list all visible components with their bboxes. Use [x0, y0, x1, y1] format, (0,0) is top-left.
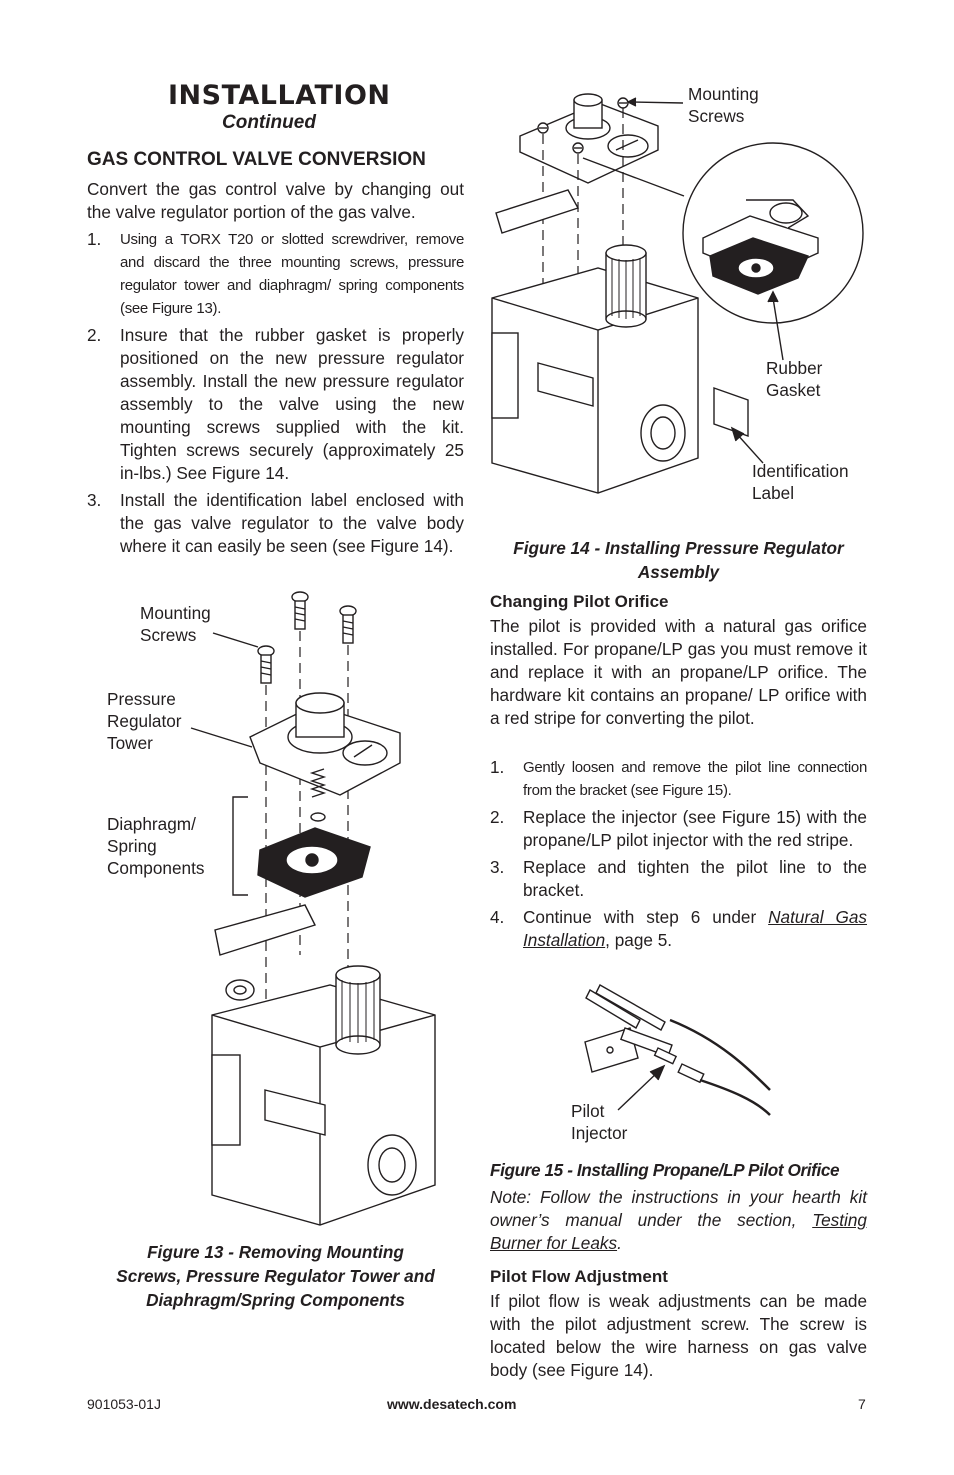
fig14-label-identification: Identification Label [752, 460, 849, 504]
pilot-step-3-text: Replace and tighten the pilot line to th… [523, 857, 867, 900]
pressure-regulator-tower-icon [249, 692, 401, 796]
fig13-diaphragm-line-1: Diaphragm/ [107, 814, 196, 834]
mounting-screw-icon [617, 97, 629, 109]
note-prefix: Note: Follow the instructions in your he… [490, 1187, 867, 1230]
identification-label-icon [713, 387, 749, 437]
figure-14-illustration [491, 93, 864, 494]
figure-15-caption: Figure 15 - Installing Propane/LP Pilot … [490, 1160, 840, 1180]
fig13-diaphragm-line-2: Spring [107, 836, 157, 856]
fig14-label-rubber-gasket: Rubber Gasket [766, 357, 822, 401]
fig13-caption-line-2: Screws, Pressure Regulator Tower and [116, 1266, 435, 1286]
mounting-screw-icon [537, 122, 549, 134]
fig14-caption-line-1: Figure 14 - Installing Pressure Regulato… [513, 538, 844, 558]
gcv-step-1: 1. Using a TORX T20 or slotted screwdriv… [87, 228, 464, 320]
fig13-mounting-screws-line-2: Screws [140, 625, 197, 645]
pressure-regulator-assembly-icon [519, 93, 659, 184]
pilot-step-1-number: 1. [490, 757, 505, 777]
fig13-caption-line-3: Diaphragm/Spring Components [146, 1290, 405, 1310]
website-link[interactable]: www.desatech.com [387, 1396, 517, 1412]
gcv-heading: GAS CONTROL VALVE CONVERSION [87, 149, 426, 170]
section-subtitle: Continued [222, 112, 316, 133]
gcv-step-2-number: 2. [87, 325, 102, 345]
pilot-step-1-text: Gently loosen and remove the pilot line … [523, 759, 867, 799]
pilot-flow-text: If pilot flow is weak adjustments can be… [490, 1291, 867, 1380]
fig13-label-tower: Pressure Regulator Tower [107, 688, 182, 754]
fig14-label-mounting-screws: Mounting Screws [688, 83, 759, 127]
section-title: INSTALLATION [168, 80, 391, 111]
gcv-steps: 1. Using a TORX T20 or slotted screwdriv… [87, 228, 464, 562]
pilot-flow-heading: Pilot Flow Adjustment [490, 1267, 668, 1286]
gcv-step-3-number: 3. [87, 490, 102, 510]
pilot-step-4-number: 4. [490, 907, 505, 927]
diaphragm-icon [257, 827, 371, 898]
mounting-screw-icon [257, 645, 275, 684]
pilot-orifice-heading: Changing Pilot Orifice [490, 592, 669, 611]
spring-icon [309, 768, 327, 822]
pilot-orifice-intro: The pilot is provided with a natural gas… [490, 616, 867, 728]
document-number: 901053-01J [87, 1396, 161, 1412]
pilot-assembly-icon [584, 984, 673, 1073]
natural-gas-installation-reference: Natural Gas Installation [523, 907, 868, 950]
gcv-step-3: 3. Install the identification label encl… [87, 489, 464, 558]
pilot-step-4-suffix: , page 5. [605, 930, 673, 950]
mounting-screw-icon [291, 591, 309, 630]
fig14-id-label-line-2: Label [752, 483, 795, 503]
pilot-injector-icon [653, 1047, 705, 1084]
pilot-step-1: 1. Gently loosen and remove the pilot li… [490, 756, 867, 802]
pilot-step-4-prefix: Continue with step 6 under [523, 907, 769, 927]
fig14-gasket-line-2: Gasket [766, 380, 821, 400]
gcv-step-1-number: 1. [87, 229, 102, 249]
pilot-step-2-number: 2. [490, 807, 505, 827]
fig15-label-line-2: Injector [571, 1123, 628, 1143]
fig15-label-pilot-injector: Pilot Injector [571, 1100, 627, 1144]
pilot-step-2: 2. Replace the injector (see Figure 15) … [490, 806, 867, 852]
magnified-view-icon [682, 142, 864, 324]
fig13-tower-line-3: Tower [107, 733, 153, 753]
figure-15-illustration [584, 984, 771, 1116]
fig13-mounting-screws-line-1: Mounting [140, 603, 211, 623]
pilot-step-3: 3. Replace and tighten the pilot line to… [490, 856, 867, 902]
fig14-gasket-line-1: Rubber [766, 358, 823, 378]
fig14-mounting-screws-line-1: Mounting [688, 84, 759, 104]
mounting-screw-icon [339, 605, 357, 644]
gas-valve-body-icon [211, 904, 436, 1226]
page-number: 7 [858, 1396, 866, 1412]
note-suffix: . [617, 1233, 622, 1253]
note-paragraph: Note: Follow the instructions in your he… [490, 1186, 867, 1255]
gcv-step-1-text: Using a TORX T20 or slotted screwdriver,… [120, 231, 464, 317]
pilot-step-4-text: Continue with step 6 under Natural Gas I… [523, 906, 867, 952]
fig14-caption-line-2: Assembly [637, 562, 720, 582]
gcv-intro: Convert the gas control valve by changin… [87, 179, 464, 222]
fig15-label-line-1: Pilot [571, 1101, 605, 1121]
fig14-id-label-line-1: Identification [752, 461, 849, 481]
pilot-step-3-number: 3. [490, 857, 505, 877]
figure-13-caption: Figure 13 - Removing Mounting Screws, Pr… [87, 1240, 464, 1312]
pilot-orifice-steps: 1. Gently loosen and remove the pilot li… [490, 756, 867, 956]
fig13-label-mounting-screws: Mounting Screws [140, 602, 211, 646]
fig13-tower-line-2: Regulator [107, 711, 182, 731]
gcv-step-2: 2. Insure that the rubber gasket is prop… [87, 324, 464, 485]
fig13-label-diaphragm: Diaphragm/ Spring Components [107, 813, 204, 879]
testing-burner-reference: Testing Burner for Leaks [490, 1210, 867, 1253]
mounting-screw-icon [572, 142, 584, 154]
pilot-step-2-text: Replace the injector (see Figure 15) wit… [523, 807, 867, 850]
fig13-diaphragm-line-3: Components [107, 858, 205, 878]
gcv-step-3-text: Install the identification label enclose… [120, 490, 464, 556]
pilot-step-4: 4. Continue with step 6 under Natural Ga… [490, 906, 867, 952]
fig13-caption-line-1: Figure 13 - Removing Mounting [147, 1242, 404, 1262]
fig14-mounting-screws-line-2: Screws [688, 106, 745, 126]
gcv-step-2-text: Insure that the rubber gasket is properl… [120, 325, 464, 483]
figure-13-illustration [190, 591, 436, 1226]
fig13-tower-line-1: Pressure [107, 689, 176, 709]
figure-14-caption: Figure 14 - Installing Pressure Regulato… [490, 536, 867, 584]
gas-valve-body-icon [491, 189, 749, 494]
